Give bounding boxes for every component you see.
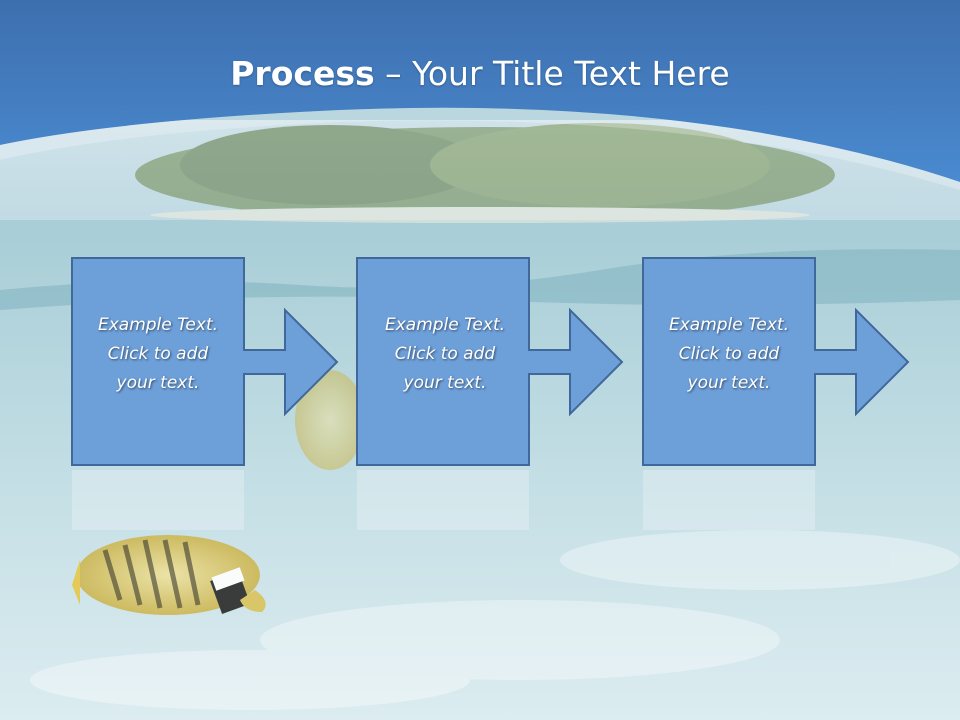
step-text-line: Click to add [107,344,209,364]
step-text-line: Example Text. [668,315,790,335]
reflection [72,470,815,530]
title-bold: Process [230,54,375,93]
process-step-2[interactable] [356,257,624,466]
title-rest: – Your Title Text Here [374,54,730,93]
step-text-line: Example Text. [97,315,219,335]
step-1-text[interactable]: Example Text. Click to add your text. [72,311,244,398]
step-text-line: your text. [687,373,771,393]
process-step-3[interactable] [642,257,910,466]
step-text-line: your text. [116,373,200,393]
slide-title[interactable]: Process – Your Title Text Here [0,52,960,96]
step-text-line: Example Text. [384,315,506,335]
sand-ripples [30,530,960,710]
step-text-line: Click to add [394,344,496,364]
island-image [135,123,835,223]
header-arc [0,107,960,190]
step-2-arrow-shape[interactable] [356,257,624,466]
step-2-text[interactable]: Example Text. Click to add your text. [359,311,531,398]
step-text-line: Click to add [678,344,780,364]
step-3-text[interactable]: Example Text. Click to add your text. [643,311,815,398]
step-3-arrow-shape[interactable] [642,257,910,466]
fish-image [295,370,365,470]
step-text-line: your text. [403,373,487,393]
fish-image [72,535,266,615]
process-step-1[interactable] [71,257,339,466]
step-1-arrow-shape[interactable] [71,257,339,466]
header-band [0,0,960,182]
